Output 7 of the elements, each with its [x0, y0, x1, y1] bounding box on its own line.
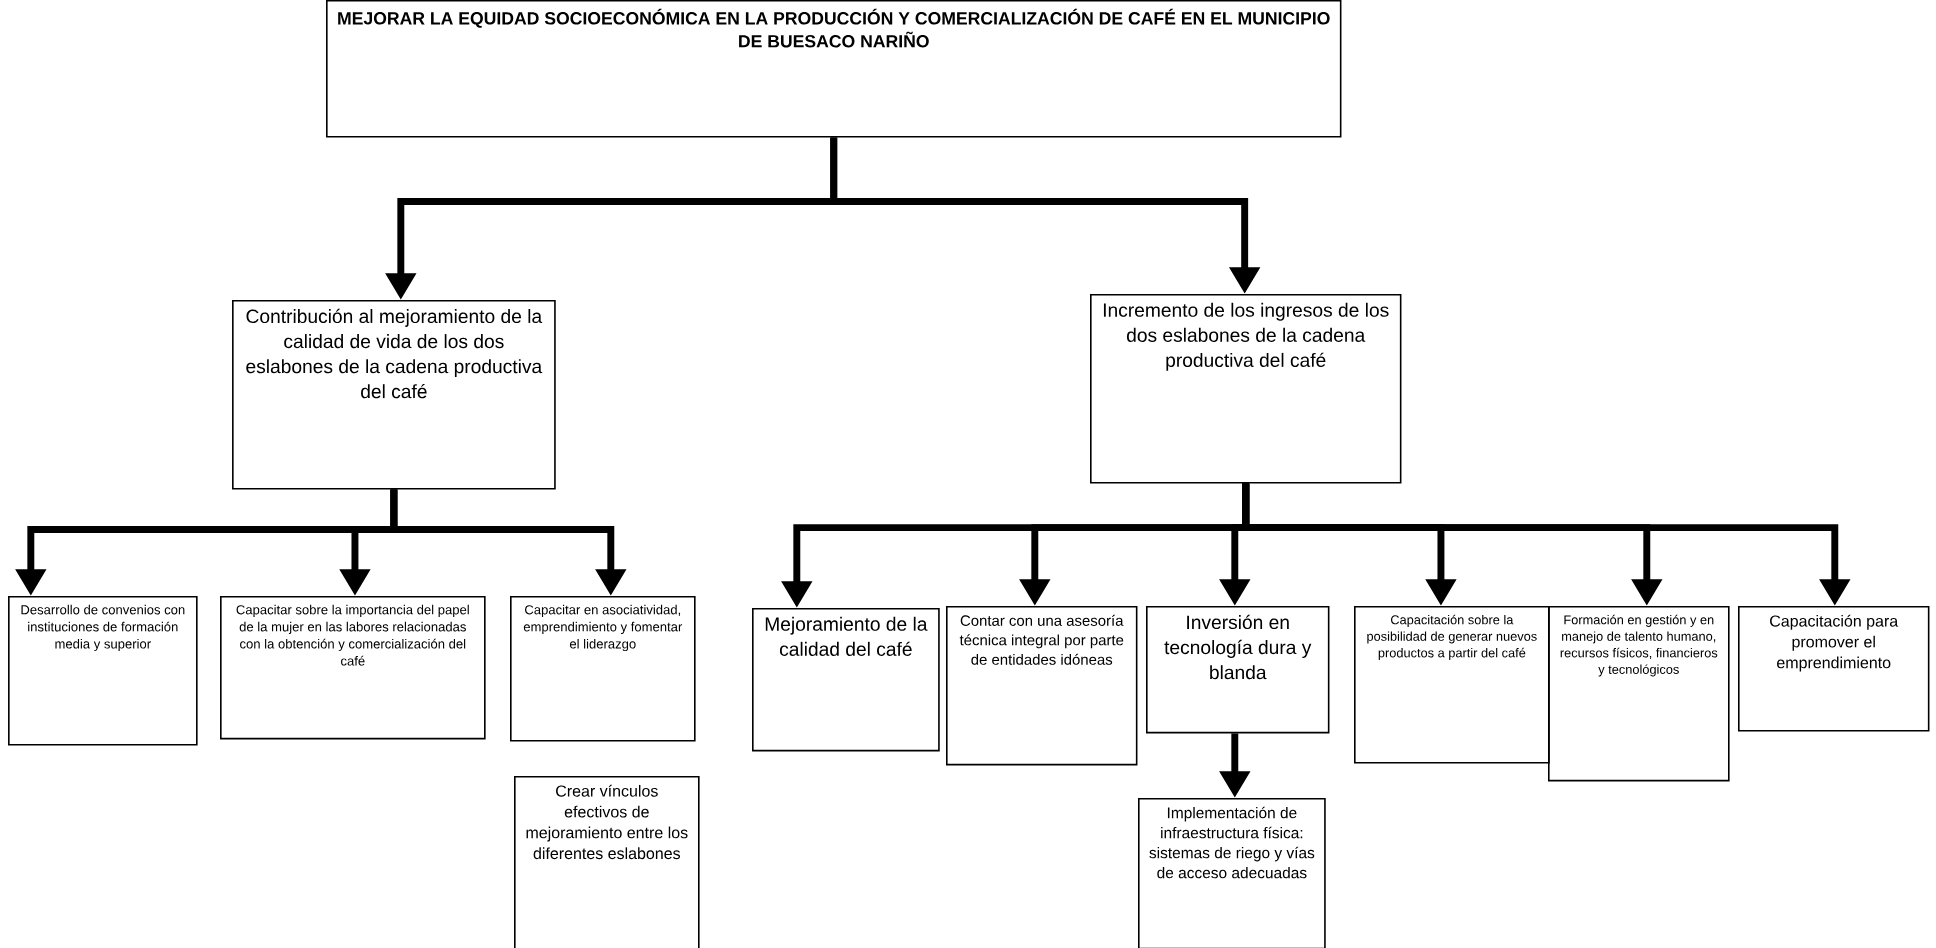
- objective-box: Contribución al mejoramiento de la calidad de vida de los dos eslabones de la cadena productiva del café: [232, 300, 556, 490]
- goal-box: MEJORAR LA EQUIDAD SOCIOECONÓMICA EN LA PRODUCCIÓN Y COMERCIALIZACIÓN DE CAFÉ EN EL MUNICIPIO DE BUESACO NARIÑO: [326, 0, 1342, 138]
- objective-box: Incremento de los ingresos de los dos eslabones de la cadena productiva del café: [1090, 294, 1402, 484]
- action-box: Crear vínculos efectivos de mejoramiento entre los diferentes eslabones: [514, 776, 700, 948]
- action-box: Capacitación para promover el emprendimiento: [1738, 606, 1930, 732]
- action-box: Mejoramiento de la calidad del café: [752, 608, 940, 752]
- action-box: Inversión en tecnología dura y blanda: [1146, 606, 1330, 734]
